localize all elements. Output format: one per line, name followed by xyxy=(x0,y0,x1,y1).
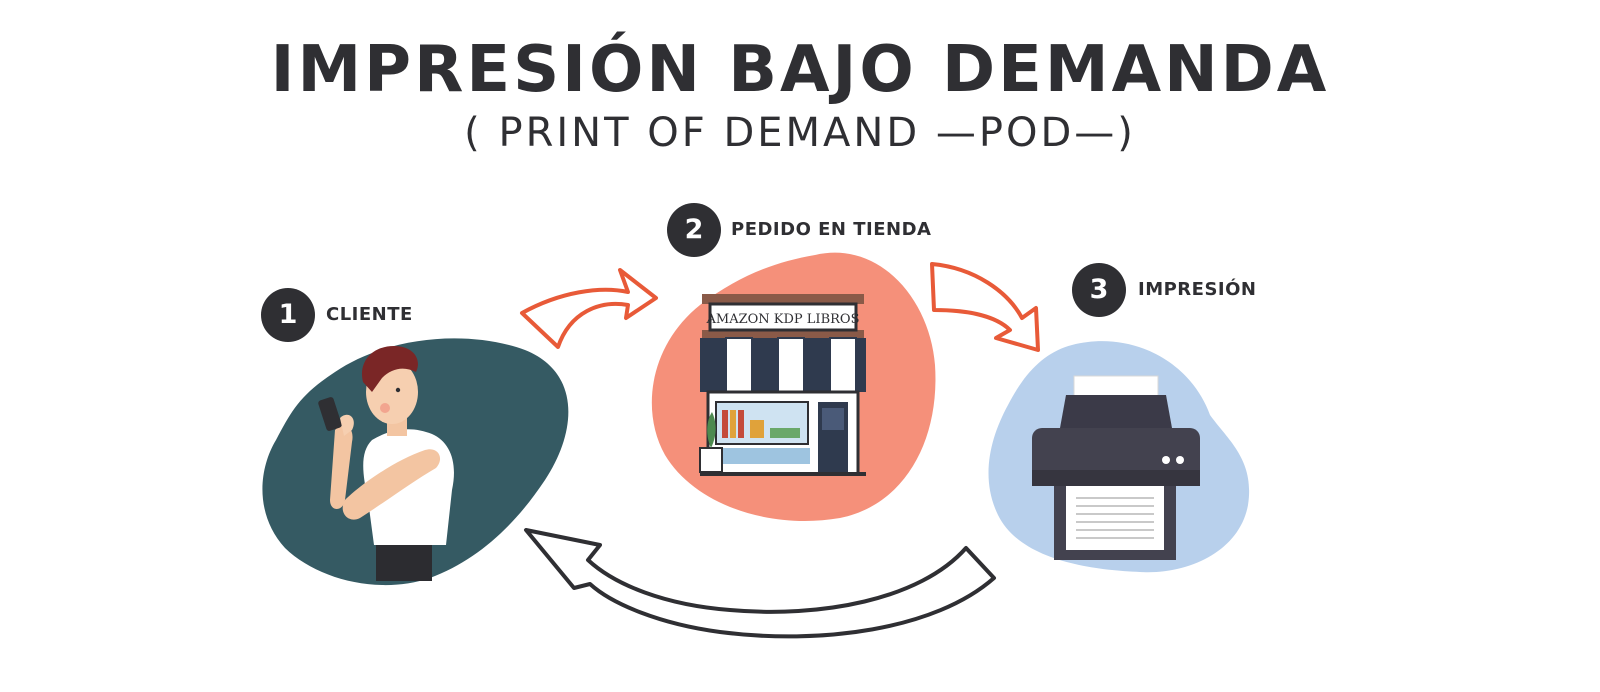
client-pants xyxy=(376,545,432,581)
step-2-label: PEDIDO EN TIENDA xyxy=(731,219,932,240)
client-hair xyxy=(361,346,418,392)
step-1-label: CLIENTE xyxy=(326,304,413,325)
printed-lines xyxy=(1076,497,1154,539)
step-2-badge: 2 xyxy=(667,203,721,257)
client-arm-left xyxy=(330,425,353,509)
step-3-label: IMPRESIÓN xyxy=(1138,279,1257,300)
client-illustration xyxy=(262,338,569,586)
step-1-badge: 1 xyxy=(261,288,315,342)
diagram-title: IMPRESIÓN BAJO DEMANDA xyxy=(270,33,1330,107)
diagram-subtitle: ( PRINT OF DEMAND —POD—) xyxy=(464,110,1136,156)
arrow-store-to-printer xyxy=(930,262,1040,352)
plant-leaves xyxy=(707,412,716,448)
store-roof xyxy=(702,294,864,304)
phone-icon xyxy=(318,397,342,431)
printer-light-2 xyxy=(1176,456,1184,464)
plant-pot xyxy=(699,447,723,473)
store-sign-text: AMAZON KDP LIBROS xyxy=(706,312,860,327)
store-illustration xyxy=(651,252,936,521)
store-counter xyxy=(714,448,810,464)
printer-light-1 xyxy=(1162,456,1170,464)
store-sign xyxy=(708,302,858,332)
client-cheek xyxy=(380,403,390,413)
step-3-badge: 3 xyxy=(1072,263,1126,317)
client-eye xyxy=(395,387,401,393)
arrow-printer-to-client xyxy=(524,528,996,639)
store-awning xyxy=(700,337,866,393)
store-sign-base xyxy=(702,330,864,338)
printer-lid xyxy=(1060,395,1172,428)
client-hand xyxy=(340,414,354,436)
printer-illustration xyxy=(988,341,1250,573)
arrow-client-to-store xyxy=(520,268,658,349)
client-arm-right xyxy=(342,449,441,520)
printer-paper-out xyxy=(1066,486,1164,550)
